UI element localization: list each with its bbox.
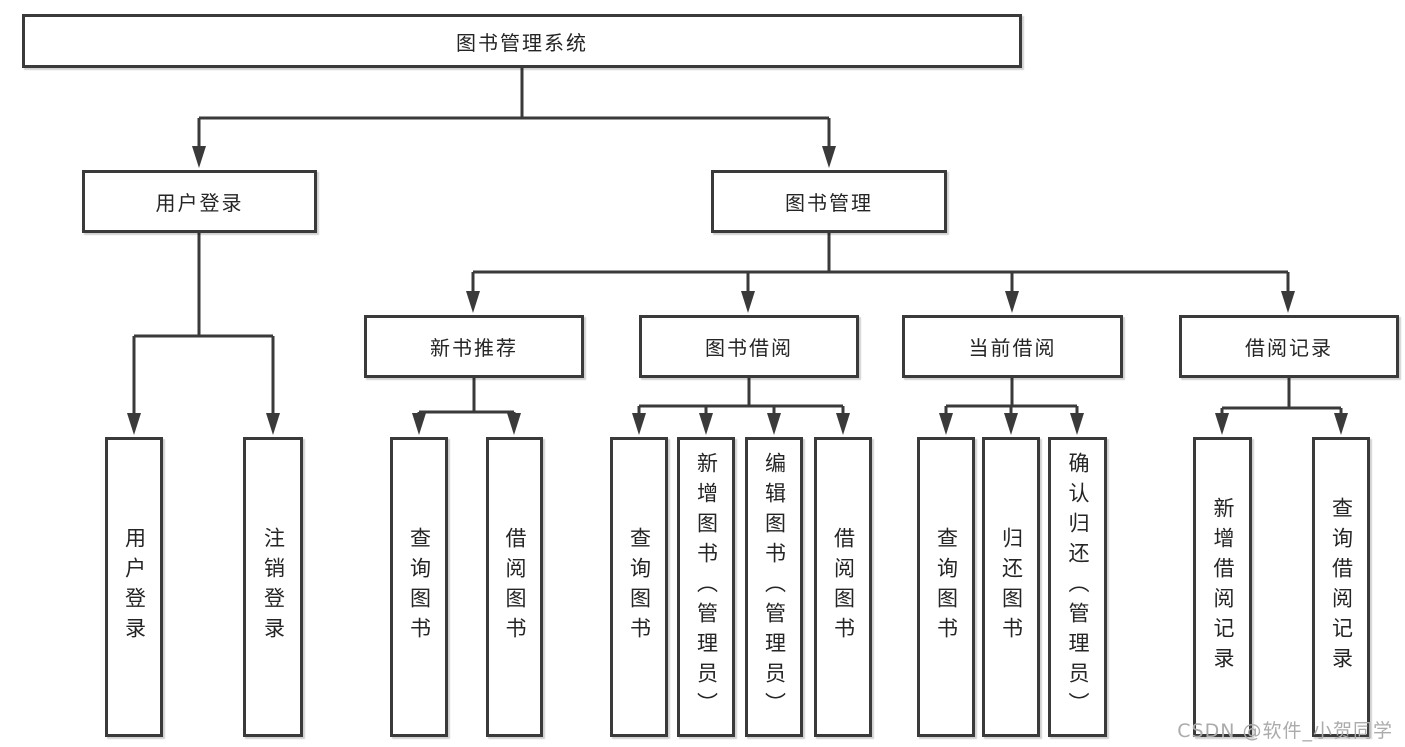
connector-book-mgmt <box>471 232 1290 293</box>
leaf-query-books: 查询图书 <box>917 437 975 737</box>
leaf-confirm-return-admin: 确认归还（管理员） <box>1048 437 1107 737</box>
node-borrow-records: 借阅记录 <box>1179 315 1399 378</box>
leaf-query-books: 查询图书 <box>390 437 448 737</box>
node-current-borrowing: 当前借阅 <box>902 315 1123 378</box>
arrow-down-icon <box>466 291 480 313</box>
leaf-borrow-books: 借阅图书 <box>486 437 543 737</box>
leaf-edit-books-admin: 编辑图书（管理员） <box>745 437 803 737</box>
leaf-logout: 注销登录 <box>243 437 303 737</box>
arrow-down-icon <box>741 291 755 313</box>
arrow-down-icon <box>1004 413 1018 435</box>
arrow-down-icon <box>836 413 850 435</box>
node-book-borrowing: 图书借阅 <box>639 315 859 378</box>
arrow-down-icon <box>939 413 953 435</box>
connector-current <box>944 378 1079 416</box>
arrow-down-icon <box>1005 291 1019 313</box>
arrow-down-icon <box>266 413 280 435</box>
connector-user-login <box>132 232 275 414</box>
arrow-down-icon <box>1334 413 1348 435</box>
node-root-system: 图书管理系统 <box>22 14 1022 68</box>
leaf-borrow-books: 借阅图书 <box>814 437 872 737</box>
csdn-watermark: CSDN @软件_小贺同学 <box>1177 720 1393 742</box>
connector-root <box>197 68 831 148</box>
arrow-down-icon <box>412 413 426 435</box>
node-book-management: 图书管理 <box>711 170 947 233</box>
leaf-add-borrow-record: 新增借阅记录 <box>1193 437 1252 737</box>
arrow-down-icon <box>699 413 713 435</box>
arrow-down-icon <box>507 413 521 435</box>
leaf-query-borrow-record: 查询借阅记录 <box>1312 437 1370 737</box>
leaf-return-books: 归还图书 <box>982 437 1040 737</box>
arrow-down-icon <box>1281 291 1295 313</box>
leaf-user-login: 用户登录 <box>105 437 163 737</box>
arrow-down-icon <box>632 413 646 435</box>
connector-records <box>1220 378 1343 416</box>
arrow-down-icon <box>127 413 141 435</box>
connector-borrowing <box>637 378 845 416</box>
node-user-login: 用户登录 <box>82 170 317 233</box>
arrow-down-icon <box>767 413 781 435</box>
leaf-add-books-admin: 新增图书（管理员） <box>677 437 735 737</box>
arrow-down-icon <box>1070 413 1084 435</box>
connector-new-books <box>417 378 516 416</box>
leaf-query-books: 查询图书 <box>610 437 668 737</box>
node-new-book-recommend: 新书推荐 <box>364 315 584 378</box>
arrow-down-icon <box>192 146 206 168</box>
arrow-down-icon <box>1215 413 1229 435</box>
arrow-down-icon <box>822 146 836 168</box>
